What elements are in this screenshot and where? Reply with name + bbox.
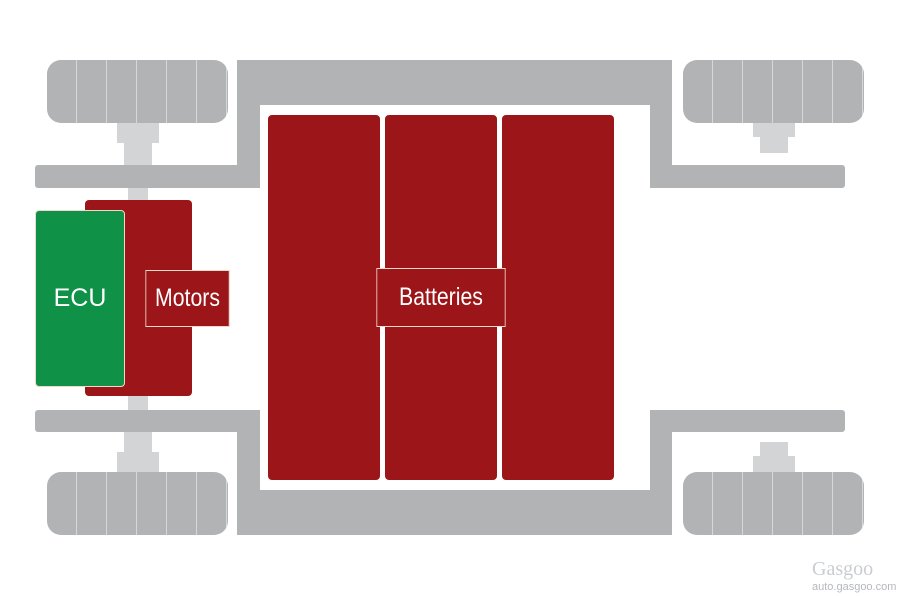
axle-shaft: [128, 396, 148, 410]
frame-front-left: [35, 165, 260, 188]
wheel-rear-left: [47, 472, 228, 535]
axle-mount: [753, 123, 795, 137]
watermark-url: auto.gasgoo.com: [812, 581, 897, 593]
axle-shaft: [128, 188, 148, 200]
frame-segment: [650, 60, 672, 188]
frame-top: [237, 60, 672, 105]
axle-mount: [753, 456, 795, 472]
frame-segment: [237, 60, 260, 188]
batteries-label: Batteries: [376, 268, 506, 327]
ecu-block: ECU: [35, 210, 125, 387]
watermark-logo: Gasgoo: [812, 558, 874, 580]
frame-front-right: [650, 165, 845, 188]
axle-mount: [760, 442, 788, 456]
axle-mount: [117, 123, 159, 143]
frame-rear-right: [650, 410, 845, 432]
axle-mount: [760, 137, 788, 153]
battery-cell: [268, 115, 380, 480]
wheel-front-right: [683, 60, 864, 123]
battery-cell: [502, 115, 614, 480]
frame-bottom: [237, 490, 672, 535]
wheel-rear-right: [683, 472, 864, 535]
wheel-front-left: [47, 60, 228, 123]
axle-mount: [117, 452, 159, 472]
frame-segment: [650, 410, 672, 535]
axle-mount: [124, 143, 152, 165]
axle-mount: [124, 432, 152, 452]
frame-segment: [237, 410, 260, 535]
motors-label: Motors: [145, 270, 230, 327]
frame-rear-left: [35, 410, 260, 432]
